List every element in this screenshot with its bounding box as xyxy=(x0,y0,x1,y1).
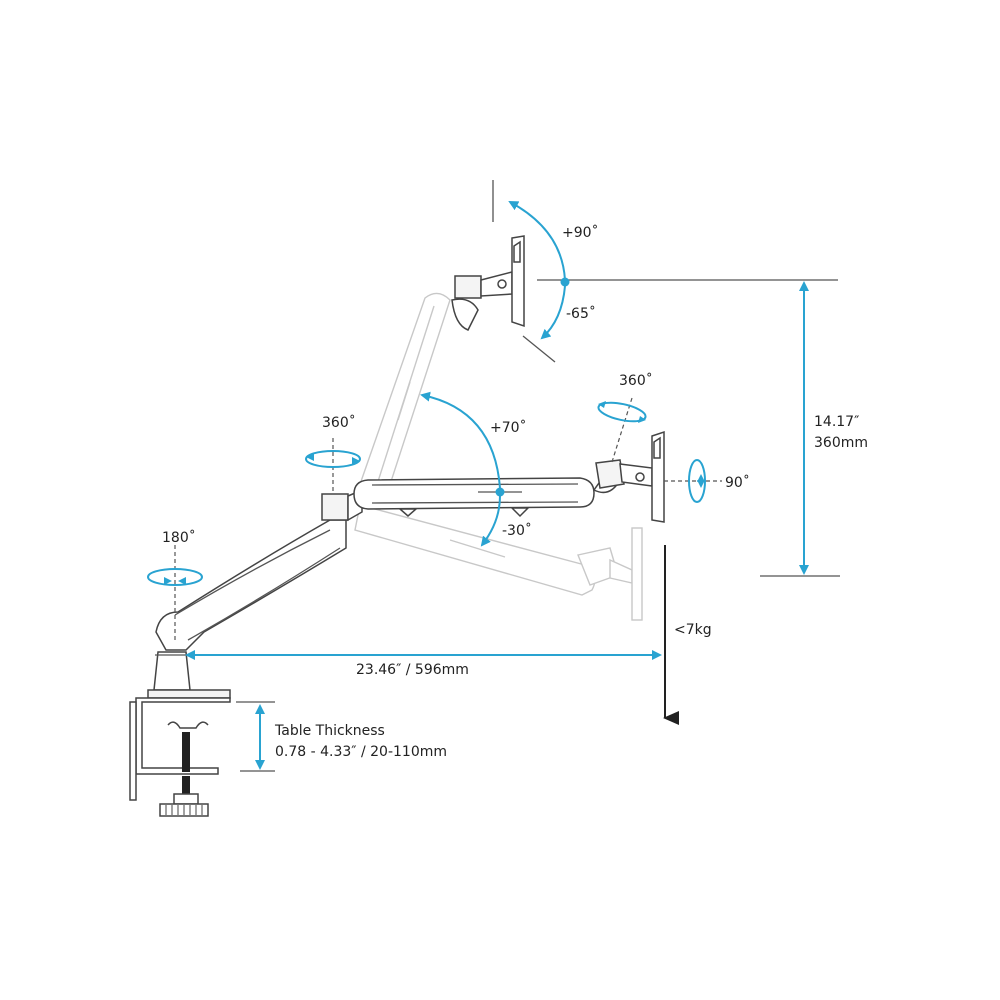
desk-clamp xyxy=(129,651,231,817)
head-swivel-icon xyxy=(597,401,647,423)
tilt-down-label: -65˚ xyxy=(566,305,596,322)
table-thickness-range: 0.78 - 4.33″ / 20-110mm xyxy=(275,744,447,760)
reach-label: 23.46″ / 596mm xyxy=(356,662,469,678)
head-swivel-label: 360˚ xyxy=(619,372,653,389)
lift-arc xyxy=(420,391,505,547)
table-thickness-title: Table Thickness xyxy=(274,723,385,739)
upper-arm xyxy=(353,477,595,518)
ghost-arm-lowered xyxy=(354,504,643,621)
base-swivel-label: 180˚ xyxy=(162,529,196,546)
height-range-mm-label: 360mm xyxy=(814,435,868,451)
monitor-head xyxy=(592,430,665,523)
ghost-arm-raised xyxy=(357,235,525,501)
elbow-swivel-icon xyxy=(305,450,361,468)
elbow-swivel-label: 360˚ xyxy=(322,414,356,431)
rotation-icon xyxy=(688,459,706,503)
base-swivel-icon xyxy=(147,568,203,586)
height-range-inch-label: 14.17″ xyxy=(814,414,859,430)
rotation-label: 90˚ xyxy=(725,474,750,491)
max-weight-label: <7kg xyxy=(674,622,712,638)
lift-down-label: -30˚ xyxy=(502,522,532,539)
lift-up-label: +70˚ xyxy=(490,419,527,436)
tilt-arc xyxy=(508,201,570,340)
tilt-up-label: +90˚ xyxy=(562,224,599,241)
